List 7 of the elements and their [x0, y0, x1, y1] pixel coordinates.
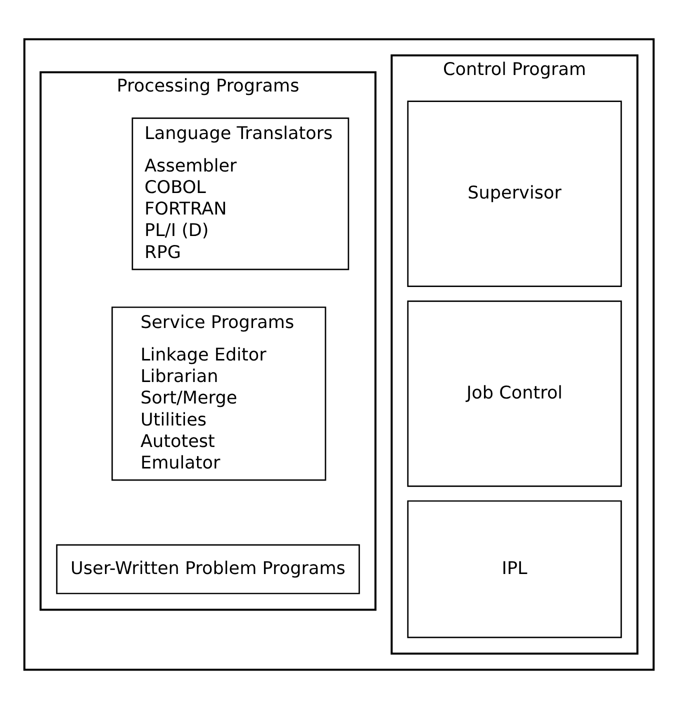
node-box: User-Written Problem Programs [56, 544, 360, 594]
node-box: IPL [407, 500, 622, 638]
node-box: Job Control [407, 300, 622, 487]
node-box: Language Translators Assembler COBOL FORTRAN PL/I (D) RPG [132, 118, 350, 270]
cluster [23, 38, 655, 671]
node-box: Service Programs Linkage Editor Librarian Sort/Merge Utilities Autotest Emulator [111, 306, 326, 481]
node-box: Supervisor [407, 100, 622, 287]
